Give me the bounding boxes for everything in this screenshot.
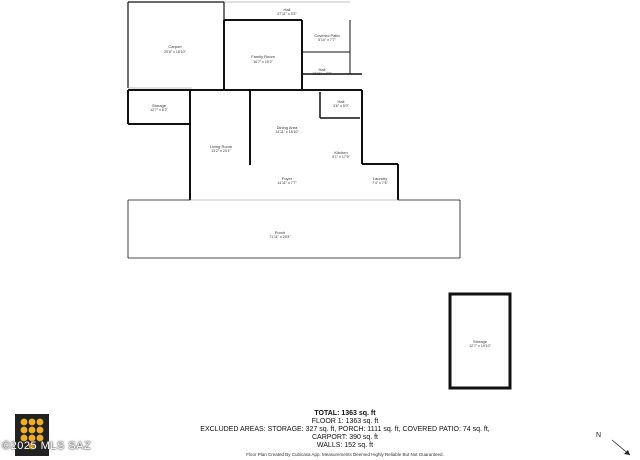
- dining-area-dim: 14'11" x 15'10": [275, 130, 299, 134]
- dining-area-name: Dining Area: [277, 125, 298, 130]
- walls-area: WALLS: 152 sq. ft: [316, 442, 374, 449]
- carport-area: CARPORT: 390 sq. ft: [311, 434, 378, 441]
- hall-small-name: Hall: [338, 99, 345, 104]
- storage-left-name: Storage: [152, 103, 167, 108]
- excluded-areas: EXCLUDED AREAS: STORAGE: 327 sq. ft, POR…: [200, 426, 490, 433]
- hall-top-name: Hall: [284, 7, 291, 12]
- covered-patio-dim: 5'10" x 7'7": [318, 38, 336, 42]
- storage-left: Storage 12'7" x 6'2": [127, 89, 191, 125]
- kitchen-dim: 9'1" x 17'9": [332, 155, 350, 159]
- area-totals: TOTAL: 1363 sq. ft FLOOR 1: 1363 sq. ft …: [150, 410, 540, 450]
- total-area: TOTAL: 1363 sq. ft: [314, 410, 376, 417]
- storage-detached: Storage 12'7" x 19'10": [448, 292, 512, 390]
- north-label: N: [596, 432, 602, 439]
- hall-top-dim: 27'11" x 3'3": [277, 12, 297, 16]
- storage-detached-name: Storage: [473, 339, 488, 344]
- porch-name: Porch: [275, 230, 285, 235]
- carport-name: Carport: [168, 44, 182, 49]
- mls-watermark: ©2025 MLS SAZ: [2, 440, 92, 452]
- storage-detached-dim: 12'7" x 19'10": [469, 344, 491, 348]
- kitchen-name: Kitchen: [334, 150, 347, 155]
- family-room: Family Room 16'7" x 15'2": [223, 19, 303, 90]
- north-arrow-icon: [611, 439, 631, 456]
- floor-area: FLOOR 1: 1363 sq. ft: [311, 418, 379, 425]
- family-room-name: Family Room: [251, 54, 275, 59]
- covered-patio: Covered Patio 5'10" x 7'7": [301, 20, 351, 74]
- living-room-name: Living Room: [210, 144, 233, 149]
- footer-disclaimer: Floor Plan Created By Cubicasa App. Meas…: [246, 452, 444, 457]
- foyer-dim: 14'11" x 7'7": [277, 181, 297, 185]
- living-room-dim: 13'2" x 23'1": [211, 149, 231, 153]
- hall-mid-name: Hall: [319, 67, 326, 72]
- main-house-walls: [189, 89, 399, 201]
- hall-mid: Hall 12'11" x 7'7": [301, 67, 362, 90]
- hall-small: Hall 3'6" x 5'0": [333, 99, 349, 108]
- laundry: Laundry 7'4" x 7'6": [372, 176, 388, 185]
- hall-small-dim: 3'6" x 5'0": [333, 104, 349, 108]
- kitchen: Kitchen 9'1" x 17'9": [332, 150, 350, 159]
- dining-area: Dining Area 14'11" x 15'10": [275, 125, 299, 134]
- foyer-name: Foyer: [282, 176, 293, 181]
- living-room: Living Room 13'2" x 23'1": [210, 144, 233, 153]
- carport-dim: 20'8" x 18'10": [164, 50, 186, 54]
- company-logo-icon: [15, 414, 49, 456]
- laundry-dim: 7'4" x 7'6": [372, 181, 388, 185]
- family-room-dim: 16'7" x 15'2": [253, 60, 273, 64]
- porch: Porch 71'11" x 29'4": [127, 199, 461, 259]
- foyer: Foyer 14'11" x 7'7": [277, 176, 297, 185]
- porch-dim: 71'11" x 29'4": [269, 235, 291, 239]
- laundry-name: Laundry: [373, 176, 387, 181]
- hall-mid-dim: 12'11" x 7'7": [312, 72, 332, 76]
- covered-patio-name: Covered Patio: [314, 33, 340, 38]
- storage-left-dim: 12'7" x 6'2": [150, 108, 168, 112]
- carport: Carport 20'8" x 18'10": [127, 1, 225, 89]
- hall-top: Hall 27'11" x 3'3": [224, 1, 350, 16]
